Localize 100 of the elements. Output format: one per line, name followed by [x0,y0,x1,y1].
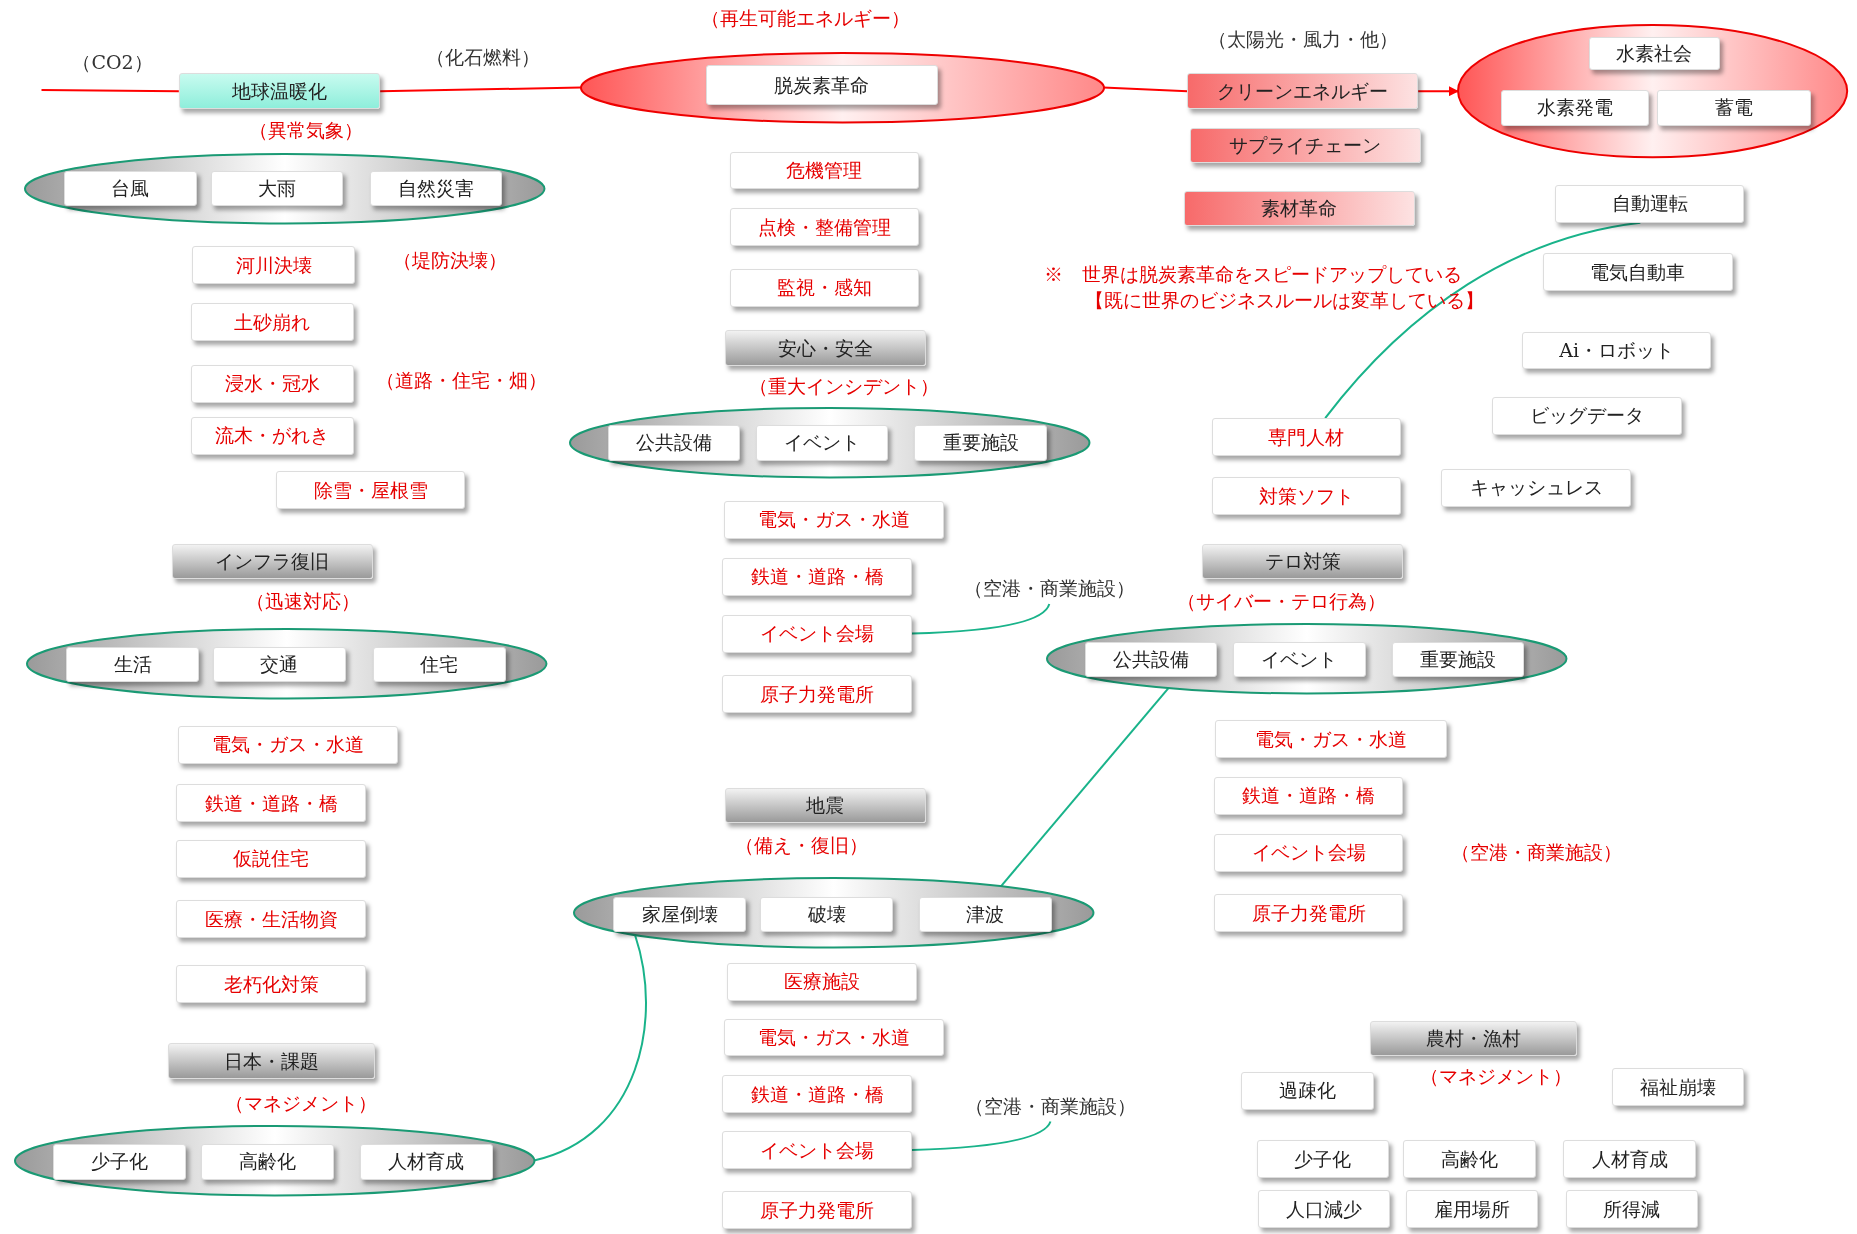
topic-box: 鉄道・道路・橋 [1213,776,1404,815]
topic-box: 危機管理 [729,151,919,190]
topic-box: 自然災害 [369,170,503,207]
topic-box: 大雨 [210,170,344,207]
topic-box: 所得減 [1565,1190,1699,1229]
annotation-text: （異常気象） [248,118,363,144]
annotation-text: （サイバー・テロ行為） [1176,588,1386,614]
annotation-text: （再生可能エネルギー） [700,5,910,31]
annotation-text: （太陽光・風力・他） [1207,27,1398,53]
topic-box: イベント会場 [722,614,912,653]
topic-box: 原子力発電所 [1213,894,1404,933]
connector-line [379,86,582,93]
topic-box: 公共設備 [1084,641,1218,678]
heading-box: インフラ復旧 [171,543,374,580]
topic-box: 蓄電 [1656,90,1811,126]
topic-box: Ai・ロボット [1521,331,1712,370]
topic-box: イベント会場 [1213,833,1404,872]
topic-box: 電気・ガス・水道 [723,1018,944,1057]
annotation-text: （迅速対応） [246,588,361,614]
connector-line [40,89,180,93]
topic-box: 家屋倒壊 [613,896,747,932]
connector-line [999,686,1170,888]
topic-box: 津波 [919,896,1052,932]
highlight-box: 素材革命 [1183,190,1415,227]
topic-box: 生活 [66,646,199,683]
topic-box: 住宅 [373,646,506,683]
topic-box: 原子力発電所 [722,1191,912,1230]
topic-box: 電気自動車 [1543,253,1733,292]
topic-box: 人材育成 [360,1144,493,1180]
topic-box: 電気・ガス・水道 [177,725,398,764]
topic-box: 人材育成 [1563,1140,1696,1179]
annotation-text: （空港・商業施設） [948,573,1150,604]
annotation-text: （重大インシデント） [749,374,940,400]
topic-box: 鉄道・道路・橋 [176,784,366,822]
topic-box: イベント [1232,641,1366,678]
topic-box: 公共設備 [607,425,741,461]
highlight-box: サプライチェーン [1189,127,1421,164]
annotation-text: （堤防決壊） [393,247,508,273]
topic-box: 対策ソフト [1211,477,1402,516]
topic-box: 人口減少 [1257,1190,1391,1229]
topic-box: 医療施設 [727,962,917,1001]
annotation-text: （空港・商業施設） [1450,839,1622,865]
connector-line [910,603,1051,635]
highlight-box: クリーンエネルギー [1187,73,1419,109]
annotation-text: （化石燃料） [426,45,541,71]
connector-line [1102,86,1189,93]
topic-box: 雇用場所 [1405,1190,1539,1229]
heading-box: 安心・安全 [724,330,927,366]
heading-box: 日本・課題 [167,1043,375,1079]
topic-box: 電気・ガス・水道 [723,500,944,539]
topic-box: 仮説住宅 [176,839,366,878]
topic-box: 福祉崩壊 [1611,1068,1745,1107]
group-ellipse [24,626,549,700]
annotation-text: （備え・復旧） [735,832,869,858]
topic-box: 浸水・冠水 [190,364,355,403]
connector-line [533,934,647,1162]
group-ellipse [1455,23,1849,160]
arrow [1417,86,1459,97]
topic-box: 鉄道・道路・橋 [722,557,912,596]
annotation-text: （マネジメント） [224,1090,377,1116]
topic-box: 重要施設 [1391,641,1525,678]
topic-box: 老朽化対策 [176,965,366,1004]
topic-box: 少子化 [1256,1140,1390,1179]
group-ellipse [568,406,1092,480]
annotation-text: （道路・住宅・畑） [376,368,548,394]
connector-line [910,1120,1052,1151]
topic-box: 医療・生活物資 [176,900,366,938]
annotation-text: （マネジメント） [1419,1063,1572,1089]
group-ellipse [13,1123,537,1198]
topic-box: 点検・整備管理 [729,208,919,247]
topic-box: 流木・がれき [190,416,355,455]
topic-box: 土砂崩れ [190,303,355,342]
topic-box: 自動運転 [1555,184,1745,223]
annotation-text: （空港・商業施設） [949,1090,1152,1122]
topic-box: 原子力発電所 [722,675,912,713]
topic-box: 交通 [213,646,346,683]
heading-box: 地震 [724,787,927,824]
topic-box: 除雪・屋根雪 [275,471,466,510]
topic-box: 監視・感知 [729,268,919,307]
topic-box: 高齢化 [201,1144,334,1180]
topic-box: ビッグデータ [1492,396,1682,435]
topic-box: 河川決壊 [191,246,356,285]
topic-box: 台風 [63,170,197,207]
topic-box: 破壊 [760,896,893,932]
topic-box: 脱炭素革命 [705,65,938,106]
group-ellipse [578,50,1106,125]
group-ellipse [1044,621,1568,696]
topic-box: キャッシュレス [1441,469,1631,507]
topic-box: 重要施設 [914,425,1047,461]
group-ellipse [572,876,1096,950]
heading-box: テロ対策 [1202,543,1404,580]
note-text: 【既に世界のビジネスルールは変革している】 [1085,287,1485,313]
topic-box: 水素発電 [1501,90,1650,126]
topic-box: イベント会場 [722,1131,912,1169]
topic-box: 水素社会 [1589,36,1720,70]
topic-box: 専門人材 [1211,418,1402,456]
note-text: ※ 世界は脱炭素革命をスピードアップしている [1044,261,1462,287]
annotation-text: （CO2） [72,49,153,75]
group-ellipse [22,151,546,225]
topic-box: 過疎化 [1241,1071,1374,1110]
